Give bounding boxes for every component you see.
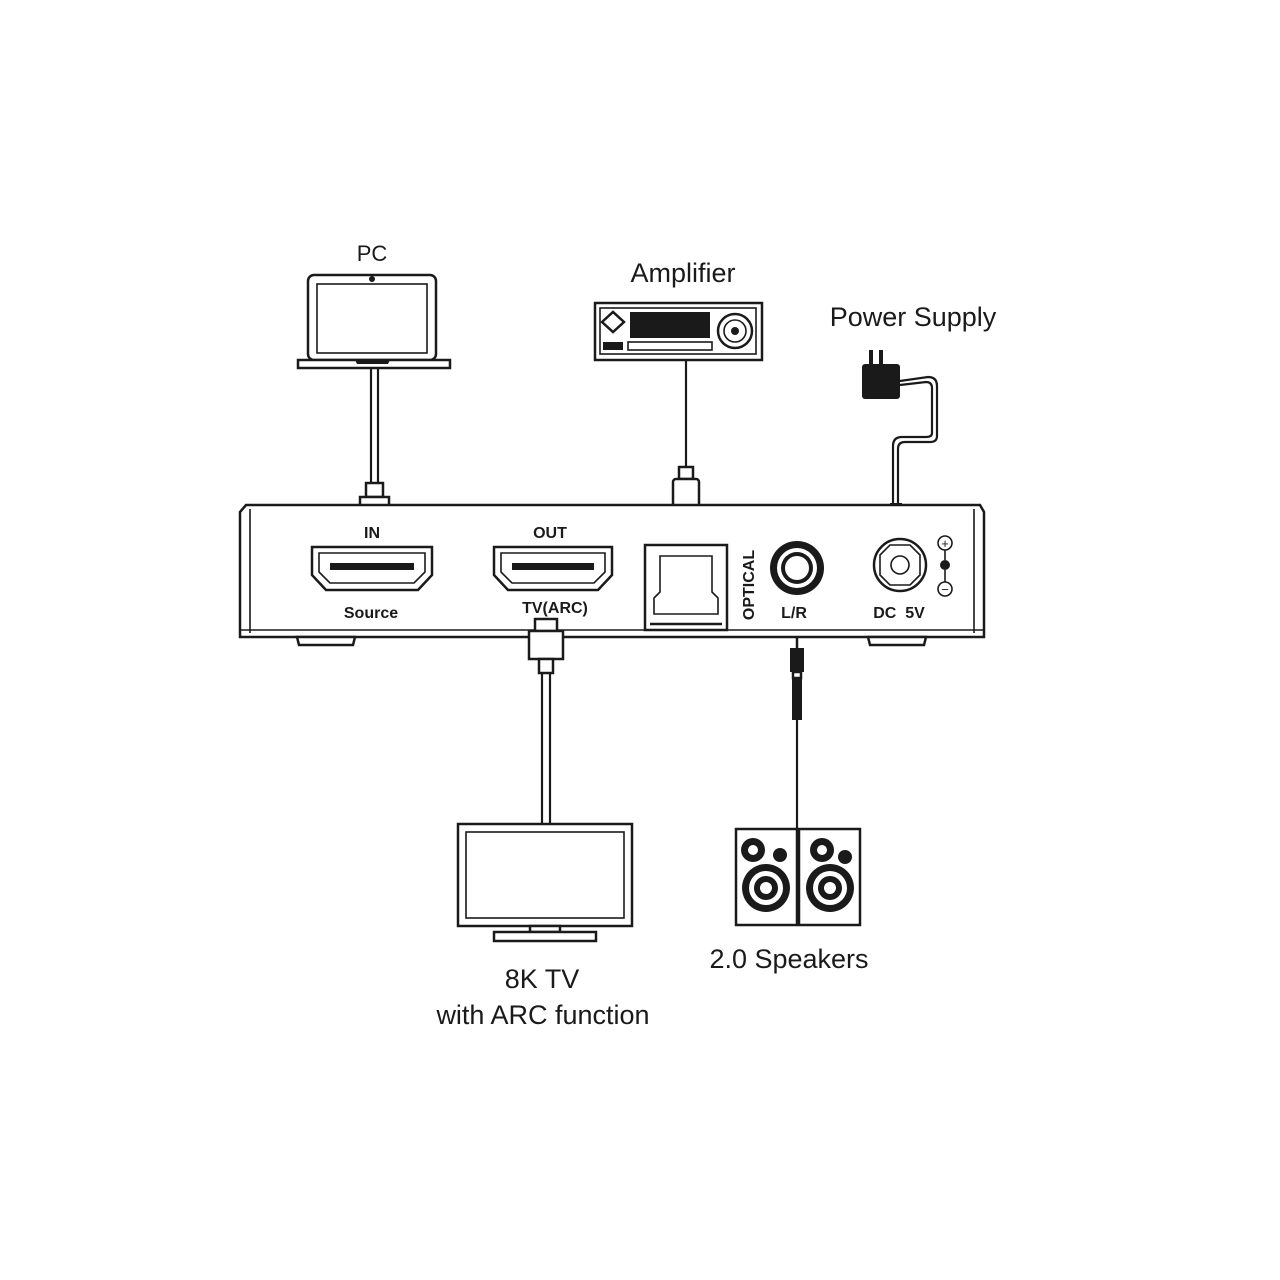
hdmi-out-port: [492, 545, 614, 592]
tv-label-line2: with ARC function: [435, 1000, 649, 1030]
dc-port-label: DC 5V: [873, 605, 925, 622]
in-port-label: IN: [364, 525, 380, 542]
source-port-label: Source: [344, 605, 398, 622]
optical-port: [643, 543, 729, 632]
optical-port-label: OPTICAL: [741, 550, 758, 620]
speakers-icon: [734, 827, 862, 927]
polarity-minus-label: −: [941, 582, 949, 597]
speakers-label: 2.0 Speakers: [709, 944, 868, 974]
hdmi-in-port: [310, 545, 434, 592]
amplifier-label: Amplifier: [630, 258, 735, 288]
lr-port-label: L/R: [781, 605, 807, 622]
pc-laptop-icon: [296, 273, 452, 370]
tv-hdmi-cable: [527, 617, 565, 827]
dc-power-port: [872, 535, 953, 597]
pc-label: PC: [357, 241, 388, 266]
lr-audio-jack: [770, 541, 824, 595]
polarity-plus-label: +: [941, 536, 949, 551]
amplifier-icon: [593, 301, 764, 362]
power-supply-label: Power Supply: [830, 302, 997, 332]
out-port-label: OUT: [533, 525, 567, 542]
power-adapter-icon: [862, 350, 939, 527]
tv-label-line1: 8K TV: [505, 964, 580, 994]
speaker-audio-cable: [790, 636, 804, 830]
tv-arc-port-label: TV(ARC): [522, 600, 588, 617]
tv-monitor-icon: [456, 822, 634, 943]
